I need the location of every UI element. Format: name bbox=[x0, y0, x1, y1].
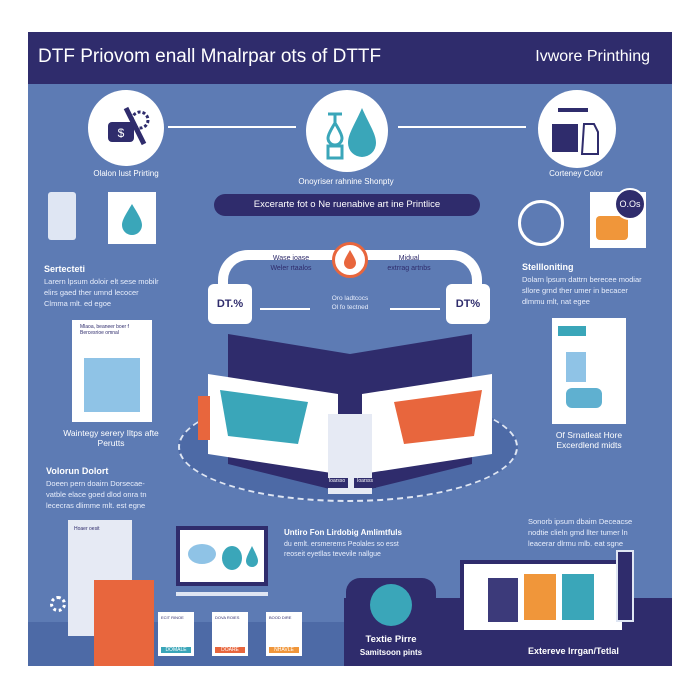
shirt-navy-icon bbox=[488, 578, 518, 622]
header-bar: DTF Priovom enall Mnalrpar ots of DTTF I… bbox=[28, 32, 672, 84]
bottom-center-body: du emlt. ersmerems Peolales so esst reos… bbox=[284, 541, 399, 558]
water-filter-icon bbox=[48, 192, 76, 240]
monitor-stand bbox=[176, 592, 268, 596]
tag-icon bbox=[558, 326, 586, 336]
printer-side-unit bbox=[616, 550, 634, 622]
bottom-left-heading: Volorun Dolort bbox=[46, 466, 109, 476]
apron-icon bbox=[566, 352, 586, 382]
drop-card-icon bbox=[108, 192, 156, 244]
bottom-left-body: Doeen pern doairn Dorsecae- vatble elace… bbox=[46, 479, 147, 510]
label-cards: ECIT RINOE DOMALE DOVA ROIES DOARE BOOD … bbox=[158, 612, 302, 656]
label-card: ECIT RINOE DOMALE bbox=[158, 612, 194, 656]
printer-left-top-text: Wase ioase Weler rtaalos bbox=[270, 255, 312, 272]
label-card: DOVA ROIES DOARE bbox=[212, 612, 248, 656]
center-arrow-left bbox=[260, 308, 310, 310]
infographic: DTF Priovom enall Mnalrpar ots of DTTF I… bbox=[28, 32, 672, 666]
label-top: BOOD DIRE bbox=[269, 615, 292, 620]
bottom-right-caption: Extereve Irrgan/Tetlal bbox=[528, 646, 619, 656]
right-body: Dolarn lpsum dattrn berecee modiar sllor… bbox=[522, 275, 642, 306]
header-right-title: Ivwore Printhing bbox=[535, 48, 650, 65]
glove-card-icon: O.Os bbox=[590, 188, 646, 248]
textile-badge-title: Textie Pirre bbox=[365, 634, 417, 645]
left-dt-label: DT.% bbox=[208, 284, 252, 324]
orange-drop-icon bbox=[332, 242, 368, 278]
document-card-text: Hoaer oesit bbox=[74, 526, 100, 532]
printer-bottle-icon bbox=[538, 90, 616, 168]
label-bottom: DOMALE bbox=[161, 647, 191, 653]
ink-drop-icon bbox=[306, 90, 388, 172]
arrow-right bbox=[398, 126, 526, 128]
monitor-map-icon bbox=[176, 526, 268, 586]
banner-pill: Excerarte fot o Ne ruenabive art ine Pri… bbox=[214, 194, 480, 216]
drop-ring-icon bbox=[518, 200, 564, 246]
garment-printer-window bbox=[460, 560, 626, 634]
bottom-center-heading: Untiro Fon Lirdobig Amlimtfuls bbox=[284, 528, 402, 537]
label-top: ECIT RINOE bbox=[161, 615, 184, 620]
right-heading: Stellloniting bbox=[522, 262, 574, 272]
wash-card-text: Mlaoa, beaneer boer f Bercesrioe omnal bbox=[80, 324, 129, 336]
top-left-label: Olalon lust Prirting bbox=[93, 169, 159, 178]
label-top: DOVA ROIES bbox=[215, 615, 240, 620]
page-title: DTF Priovom enall Mnalrpar ots of DTTF bbox=[38, 46, 382, 67]
patterned-shirt-icon bbox=[94, 580, 154, 666]
left-caption: Waintegy serery Iltps afte Perutts bbox=[63, 428, 159, 448]
wash-illustration-icon bbox=[84, 358, 140, 412]
label-bottom: DOARE bbox=[215, 647, 245, 653]
top-right-label: Corteney Color bbox=[549, 169, 603, 178]
left-body: Larern lpsum doloir elt sese mobilr elir… bbox=[44, 277, 159, 308]
gear-icon bbox=[50, 596, 66, 612]
printer-right-top-text: Midual extrrag artnbs bbox=[387, 255, 431, 272]
right-tag: Ioarsss bbox=[354, 478, 376, 488]
label-card: BOOD DIRE NHAVLE bbox=[266, 612, 302, 656]
right-caption: Of Srnatleat Hore Excerdlend midts bbox=[555, 430, 623, 450]
top-center-label: Onoyriser rahnine Shonpty bbox=[298, 177, 394, 186]
textile-badge-subtitle: Samitsoon pints bbox=[359, 648, 423, 657]
textile-badge-panel: Textie Pirre Samitsoon pints bbox=[346, 578, 436, 666]
badge: O.Os bbox=[614, 188, 646, 220]
textile-drop-icon bbox=[370, 584, 412, 626]
right-dt-label: DT% bbox=[446, 284, 490, 324]
label-bottom: NHAVLE bbox=[269, 647, 299, 653]
bottom-right-body: Sonorb ipsum dbaim Deceacse nodtie cliel… bbox=[528, 517, 633, 548]
glove-icon bbox=[596, 216, 628, 240]
svg-text:$: $ bbox=[118, 126, 125, 140]
printer-center-text: Oro ladtcocs Ol fo tectned bbox=[331, 295, 369, 311]
tank-icon bbox=[566, 388, 602, 408]
left-heading: Sertecteti bbox=[44, 264, 86, 274]
center-arrow-right bbox=[390, 308, 440, 310]
shirt-orange-icon bbox=[524, 574, 556, 620]
dtf-printer-illustration bbox=[198, 334, 492, 494]
arrow-left bbox=[168, 126, 296, 128]
left-tag: Ioarsso bbox=[326, 478, 348, 488]
wash-card: Mlaoa, beaneer boer f Bercesrioe omnal bbox=[72, 320, 152, 422]
money-tool-icon: $ bbox=[88, 90, 164, 166]
shirt-teal-icon bbox=[562, 574, 594, 620]
equipment-card bbox=[552, 318, 626, 424]
